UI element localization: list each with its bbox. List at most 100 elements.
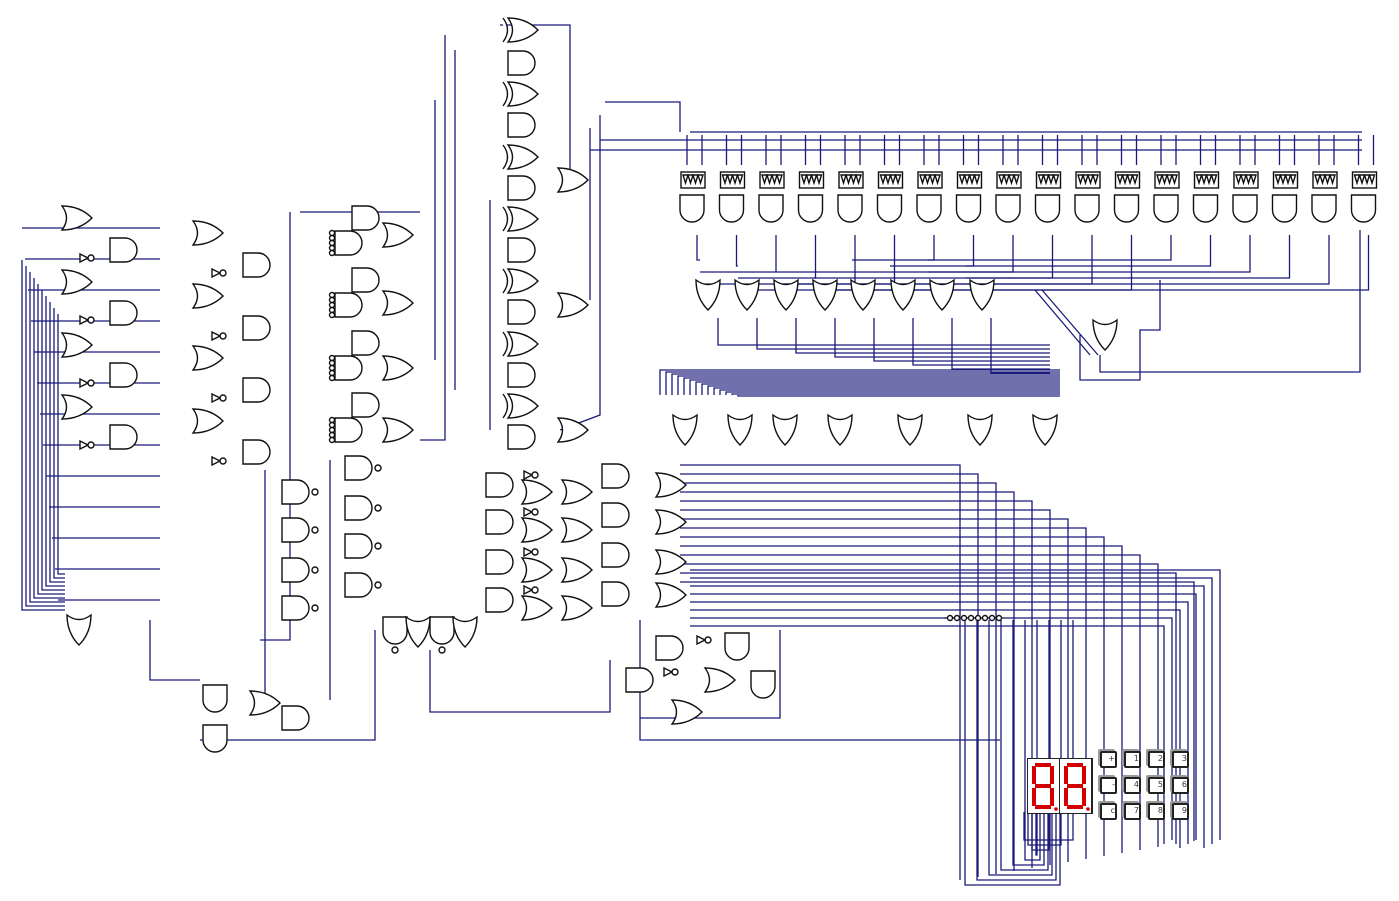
wire	[695, 381, 1060, 395]
wire	[696, 235, 700, 261]
wire	[976, 620, 1057, 881]
input-bubble	[328, 249, 336, 257]
or-gate	[967, 413, 993, 446]
and-gate	[351, 205, 380, 231]
input-bubble	[328, 416, 336, 424]
not-gate	[663, 666, 674, 678]
and-gate	[1034, 194, 1061, 223]
not-gate	[929, 174, 936, 186]
and-gate	[507, 112, 536, 138]
wire	[1035, 620, 1038, 856]
and-gate	[281, 705, 310, 731]
not-gate	[810, 174, 818, 186]
and-gate	[724, 632, 750, 661]
not-gate	[766, 174, 773, 186]
or-gate	[66, 613, 92, 646]
or-gate	[1032, 413, 1058, 446]
and-gate	[351, 392, 380, 418]
wire	[33, 278, 65, 599]
key-6[interactable]: 6	[1172, 777, 1189, 794]
input-pin	[981, 614, 989, 622]
not-gate	[1368, 174, 1376, 186]
and-gate	[601, 463, 630, 489]
wire	[966, 235, 1291, 279]
wire	[683, 377, 1060, 395]
not-gate	[1166, 174, 1173, 186]
not-gate	[761, 174, 768, 186]
key-clear[interactable]: c	[1100, 803, 1117, 820]
wire	[1079, 280, 1161, 381]
input-bubble	[328, 291, 336, 299]
wire	[1034, 289, 1091, 356]
not-gate	[1195, 174, 1203, 186]
not-bubble	[219, 457, 227, 465]
key-plus[interactable]: +	[1100, 751, 1117, 768]
or-gate	[850, 278, 876, 311]
decimal-point	[1086, 807, 1090, 811]
and-gate	[485, 509, 514, 535]
key-8[interactable]: 8	[1148, 803, 1165, 820]
input-bubble	[328, 431, 336, 439]
and-gate	[485, 472, 514, 498]
key-7[interactable]: 7	[1124, 803, 1141, 820]
not-bubble	[87, 316, 95, 324]
or-gate	[670, 699, 703, 725]
not-bubble	[531, 508, 539, 516]
not-gate	[934, 174, 941, 186]
not-gate	[855, 174, 862, 186]
segment	[1064, 766, 1068, 784]
key-1[interactable]: 1	[1124, 751, 1141, 768]
wire	[707, 385, 1060, 395]
key-4[interactable]: 4	[1124, 777, 1141, 794]
or-gate	[520, 517, 553, 543]
wire	[713, 387, 1060, 395]
not-gate	[1240, 174, 1247, 186]
nand-gate	[281, 595, 319, 621]
not-gate	[1235, 174, 1242, 186]
not-gate	[845, 174, 852, 186]
not-gate	[1363, 174, 1371, 186]
xor-gate	[502, 268, 539, 294]
not-gate	[1047, 174, 1055, 186]
not-gate	[211, 330, 222, 342]
wire	[659, 369, 1060, 395]
wire	[795, 318, 1050, 354]
and-gate	[334, 355, 363, 381]
not-gate	[1131, 174, 1139, 186]
nand-gate	[281, 517, 319, 543]
not-bubble	[219, 332, 227, 340]
input-bubble	[328, 239, 336, 247]
not-gate	[879, 174, 887, 186]
not-gate	[771, 174, 778, 186]
wire	[690, 609, 1181, 848]
or-gate	[727, 413, 753, 446]
key-9[interactable]: 9	[1172, 803, 1189, 820]
not-gate	[79, 314, 90, 326]
and-gate	[679, 194, 705, 223]
input-bubble	[328, 374, 336, 382]
not-bubble	[87, 379, 95, 387]
wire	[725, 391, 1060, 395]
or-gate	[1092, 318, 1118, 351]
not-gate	[1210, 174, 1218, 186]
or-gate	[405, 615, 431, 648]
or-gate	[654, 582, 687, 608]
wire	[680, 491, 1015, 871]
not-gate	[726, 174, 734, 186]
key-2[interactable]: 2	[1148, 751, 1165, 768]
key-5[interactable]: 5	[1148, 777, 1165, 794]
and-gate	[242, 252, 271, 278]
not-gate	[523, 584, 534, 596]
key-3[interactable]: 3	[1172, 751, 1189, 768]
segment	[1032, 766, 1036, 784]
or-gate	[520, 557, 553, 583]
or-gate	[381, 290, 414, 316]
nand-gate	[281, 557, 319, 583]
wire	[988, 620, 1053, 876]
not-gate	[1003, 174, 1010, 186]
wire	[25, 266, 65, 607]
key-minus[interactable]: -	[1100, 777, 1117, 794]
and-gate	[1232, 194, 1258, 223]
not-bubble	[531, 471, 539, 479]
